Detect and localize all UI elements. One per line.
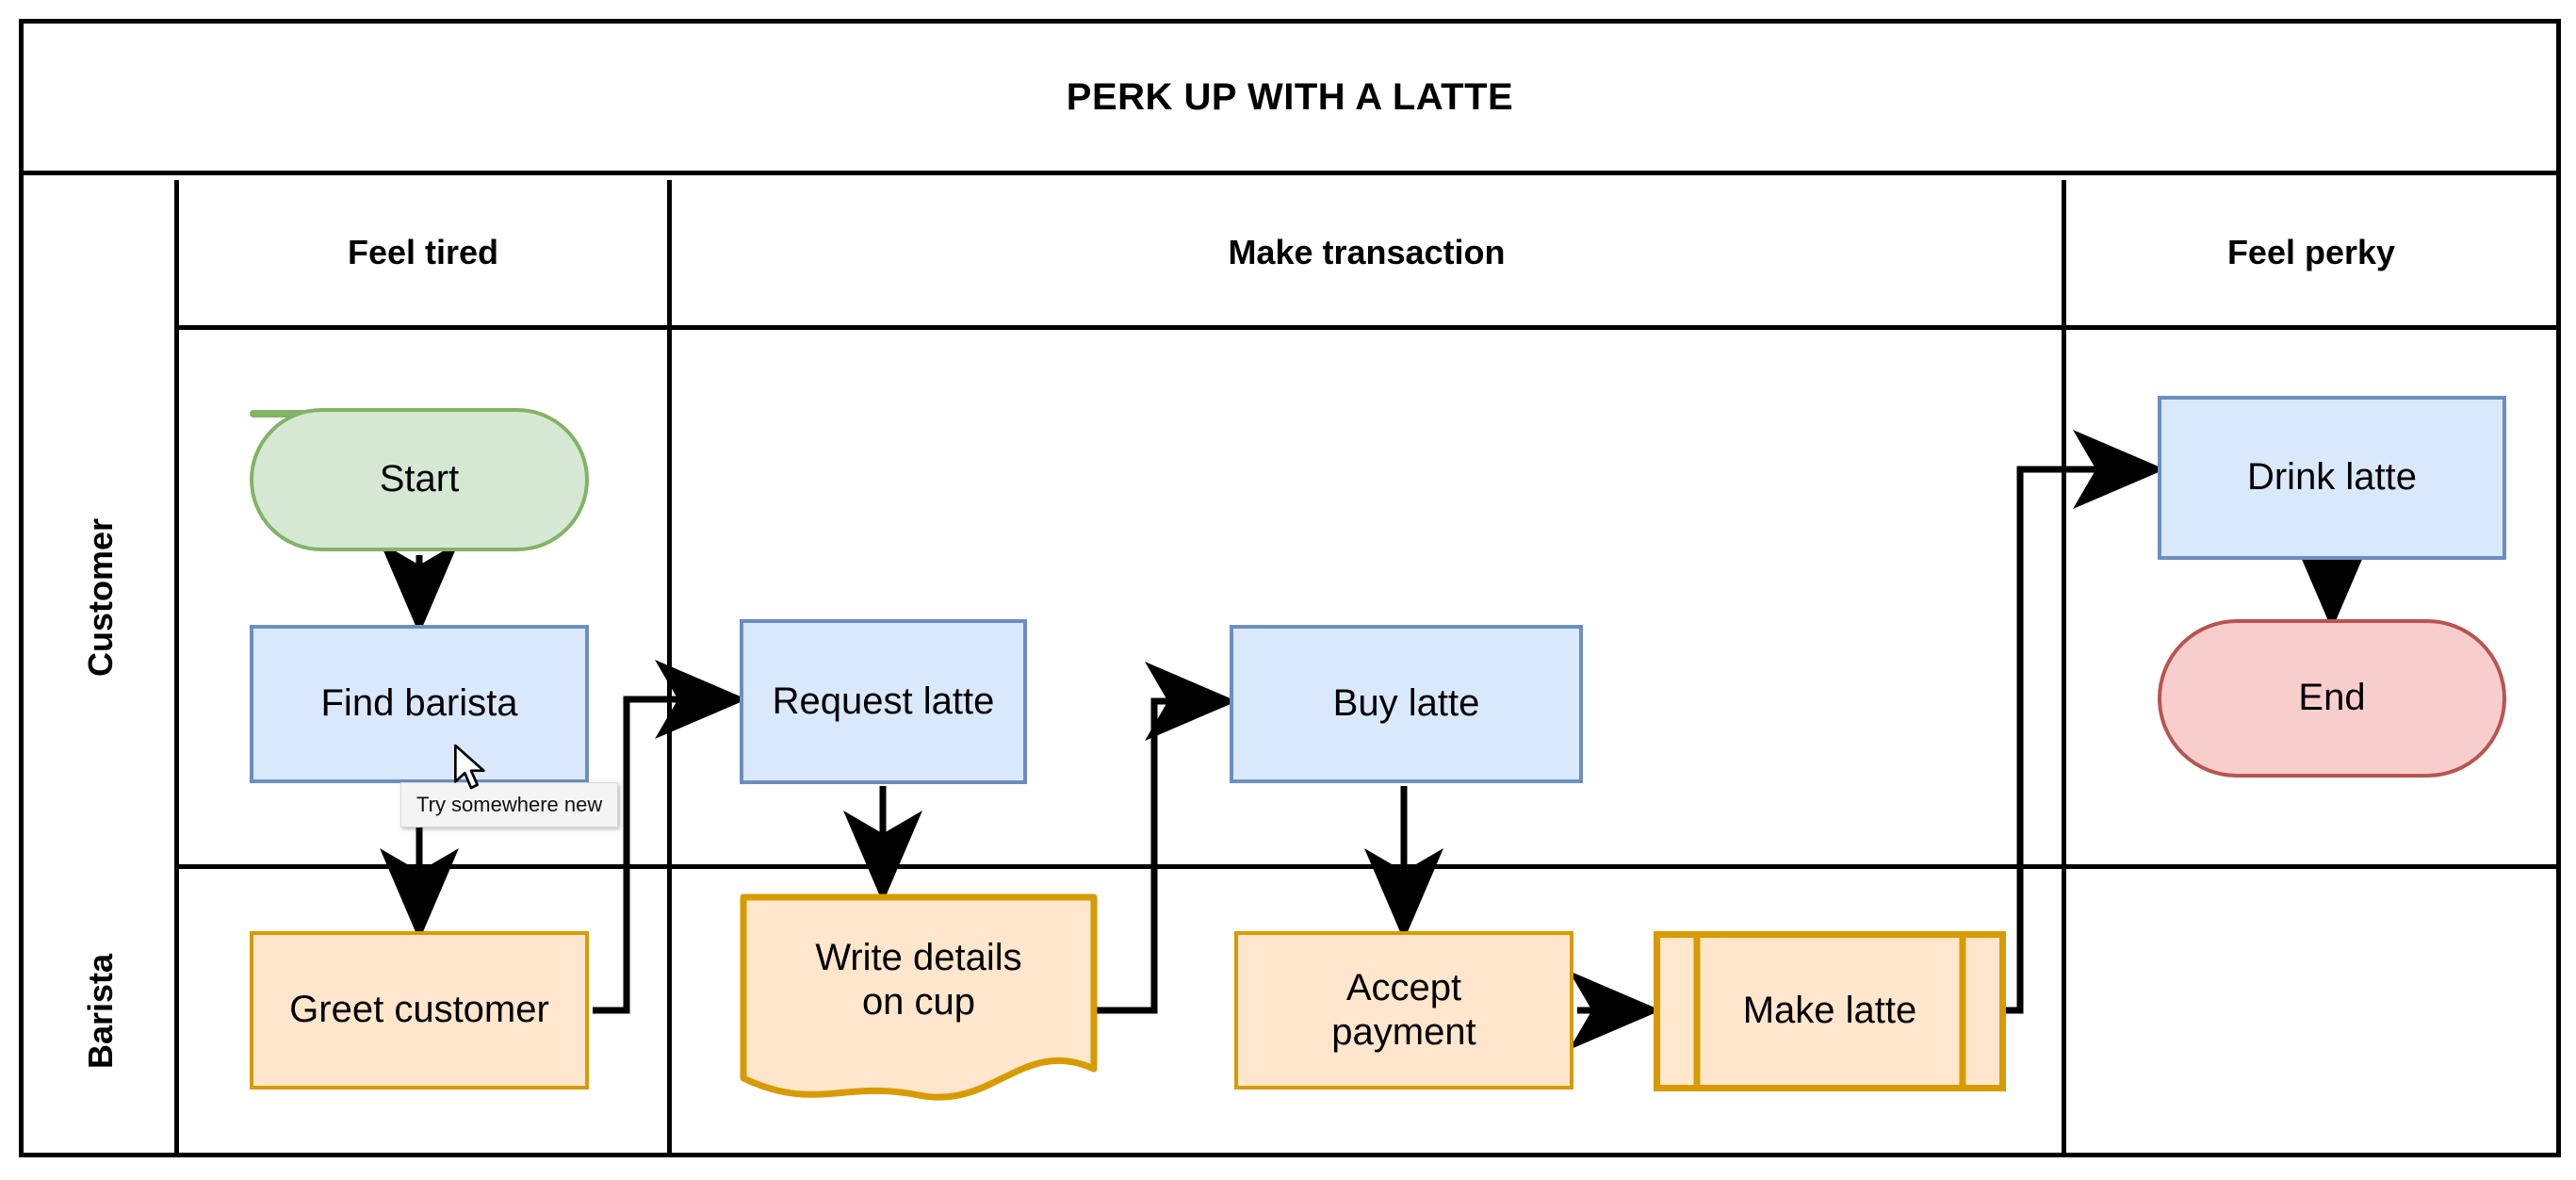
node-start[interactable]: Start: [250, 408, 589, 551]
node-accept-payment[interactable]: Accept payment: [1234, 931, 1573, 1090]
lane-header-barista[interactable]: Barista: [24, 869, 179, 1153]
node-label-line1: Write details: [815, 936, 1022, 978]
node-find-barista[interactable]: Find barista: [250, 625, 589, 783]
page-title: PERK UP WITH A LATTE: [1066, 75, 1514, 118]
node-make-latte-label-block: Make latte: [1654, 931, 2006, 1091]
phase-header-feel-perky[interactable]: Feel perky: [2066, 180, 2556, 330]
diagram-title-cell: PERK UP WITH A LATTE: [24, 24, 2556, 175]
node-label: Start: [379, 458, 460, 500]
node-write-details-label-block: Write details on cup: [740, 914, 1098, 1046]
node-greet-customer[interactable]: Greet customer: [250, 931, 589, 1090]
phase-header-feel-tired[interactable]: Feel tired: [179, 180, 667, 330]
node-label: Find barista: [320, 682, 518, 725]
node-buy-latte[interactable]: Buy latte: [1230, 625, 1583, 783]
tooltip-text: Try somewhere new: [416, 793, 603, 816]
tooltip: Try somewhere new: [400, 782, 619, 828]
phase-header-label: Feel perky: [2226, 233, 2396, 271]
phase-header-make-transaction[interactable]: Make transaction: [672, 180, 2062, 330]
node-label: Make latte: [1742, 990, 1917, 1032]
node-write-details-on-cup[interactable]: [740, 893, 1098, 1101]
node-label-line1: Accept: [1345, 966, 1462, 1008]
phase-header-label: Feel tired: [347, 233, 499, 271]
grid-vrule-lane-label: [174, 180, 179, 1153]
node-label: End: [2298, 677, 2366, 719]
phase-header-label: Make transaction: [1228, 233, 1506, 271]
node-drink-latte[interactable]: Drink latte: [2158, 396, 2506, 560]
lane-header-customer[interactable]: Customer: [24, 330, 179, 864]
node-request-latte[interactable]: Request latte: [740, 619, 1027, 784]
grid-vrule-phase-1: [667, 180, 672, 1153]
node-end[interactable]: End: [2158, 619, 2506, 778]
node-label: Greet customer: [289, 989, 549, 1031]
node-label: Drink latte: [2246, 456, 2418, 499]
node-make-latte[interactable]: [1654, 931, 2006, 1091]
lane-header-label: Customer: [81, 517, 121, 677]
node-label: Request latte: [772, 680, 995, 722]
node-label: Buy latte: [1332, 682, 1480, 725]
node-label-line2: on cup: [861, 981, 976, 1023]
lane-header-label: Barista: [81, 953, 121, 1069]
node-label-line2: payment: [1331, 1011, 1476, 1053]
mouse-cursor-icon: [454, 744, 485, 790]
grid-hrule-lane-split: [174, 864, 2556, 869]
grid-vrule-phase-2: [2062, 180, 2066, 1153]
